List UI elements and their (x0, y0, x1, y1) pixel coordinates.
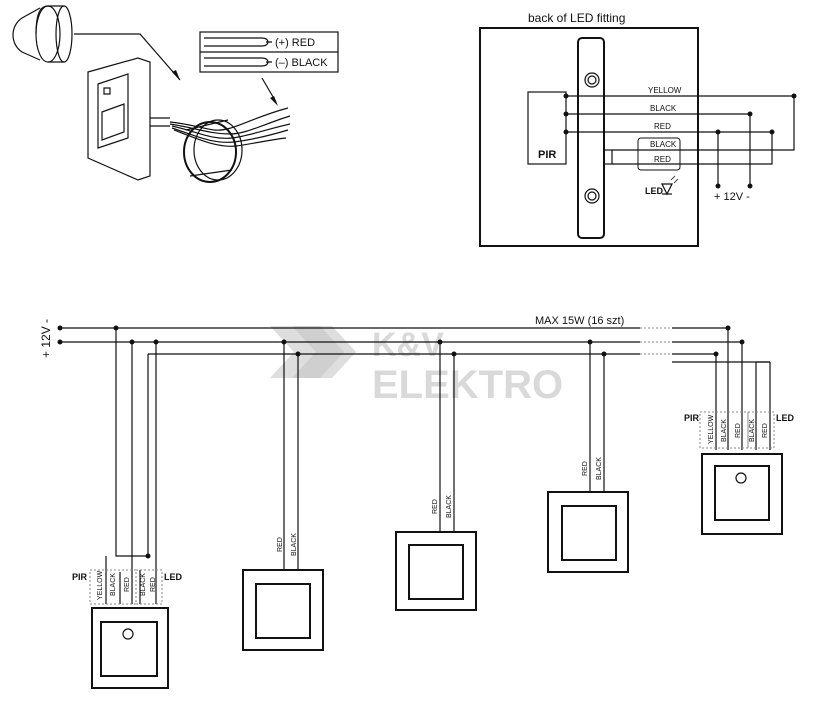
pir-label: PIR (538, 149, 556, 161)
sensor-unit-left: PIR LED YELLOW BLACK RED BLACK RED (72, 569, 183, 689)
screw-hole (584, 188, 600, 204)
pir-sensor-icon (122, 628, 134, 640)
supply-label: + 12V - (714, 191, 750, 203)
connector-callout: (+) RED (–) BLACK (199, 31, 339, 73)
arrowhead-icon (172, 70, 180, 80)
wire-label-red: RED (150, 577, 157, 592)
light-fitting-3: RED BLACK (547, 342, 629, 573)
pir-label: PIR (72, 572, 88, 582)
wire-label-yellow: YELLOW (97, 570, 104, 600)
watermark-text: ELEKTRO (372, 363, 563, 407)
led-wire-group (747, 411, 775, 449)
led-wire-group (135, 569, 163, 605)
screw-hole (584, 72, 600, 88)
wire-label-black: BLACK (650, 104, 677, 113)
wire-label-black: (–) BLACK (275, 57, 328, 69)
led-label: LED (776, 413, 795, 423)
light-fitting-2: RED BLACK (395, 342, 477, 611)
arrowhead-icon (270, 96, 278, 106)
pir-label: PIR (684, 413, 700, 423)
wire-label-yellow: YELLOW (708, 414, 715, 444)
led-label: LED (164, 572, 183, 582)
pointer-line (74, 33, 181, 81)
light-fitting-inner (408, 544, 464, 600)
watermark-text: K&V (372, 326, 444, 364)
wire-label-black: BLACK (140, 573, 147, 596)
wire-label-red: RED (762, 423, 769, 438)
bottom-wiring: K&V ELEKTRO + 12V - MAX 15W (16 szt) (39, 315, 795, 689)
wire-label-red: RED (735, 423, 742, 438)
light-fitting-1: RED BLACK (242, 342, 324, 651)
wire-label-black: BLACK (749, 419, 756, 442)
led-diode-icon (661, 175, 679, 196)
wire-label-red: RED (277, 537, 284, 552)
light-fitting-inner (561, 505, 617, 561)
wire-label-red: (+) RED (275, 37, 315, 49)
panel-title: back of LED fitting (528, 11, 625, 25)
led-connector (603, 149, 613, 165)
wall-plate (87, 57, 170, 181)
sensor-unit-right: PIR LED YELLOW BLACK RED BLACK RED (684, 328, 795, 535)
wire-label-red: RED (582, 461, 589, 476)
wire-label-black: BLACK (596, 457, 603, 480)
light-fitting-inner (100, 621, 158, 677)
back-of-led-fitting-panel: back of LED fitting PIR YELLOW BLACK RED (479, 11, 797, 247)
fitting-body (577, 37, 605, 239)
wire-label-black: BLACK (291, 533, 298, 556)
wire-bundle (169, 107, 291, 147)
supply-label: + 12V - (39, 319, 53, 358)
wire-label-black: BLACK (446, 495, 453, 518)
light-fitting-inner (255, 583, 311, 639)
led-label: LED (645, 186, 664, 196)
light-fitting-inner (714, 465, 770, 521)
pir-box (527, 91, 567, 165)
top-left-illustration: (+) RED (–) BLACK (12, 5, 339, 183)
wire-label-black: BLACK (110, 573, 117, 596)
wire-label-red: RED (654, 155, 671, 164)
wire-label-red: RED (124, 577, 131, 592)
pir-sensor-icon (735, 472, 747, 484)
wire-label-red: RED (432, 499, 439, 514)
mounting-ring-detail (12, 5, 73, 63)
watermark-logo: K&V ELEKTRO (270, 326, 563, 407)
max-load-label: MAX 15W (16 szt) (535, 315, 624, 327)
wire-label-black: BLACK (650, 140, 677, 149)
led-wire-group (637, 137, 681, 171)
wire-label-red: RED (654, 122, 671, 131)
wire-label-yellow: YELLOW (648, 86, 682, 95)
wire-label-black: BLACK (721, 419, 728, 442)
